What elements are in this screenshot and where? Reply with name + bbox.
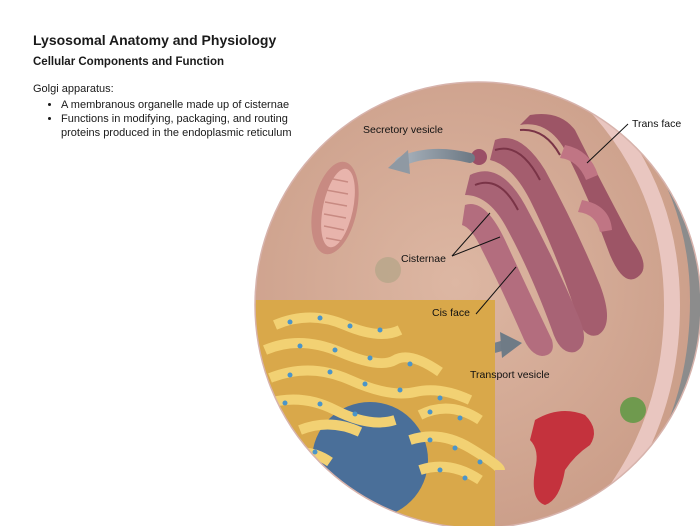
mitochondrion <box>311 161 359 255</box>
red-organelle <box>530 411 594 505</box>
transport-arrowhead <box>500 332 522 358</box>
description-bullet: A membranous organelle made up of cister… <box>61 98 323 112</box>
label-cisternae: Cisternae <box>401 253 446 265</box>
description-list: A membranous organelle made up of cister… <box>33 98 323 140</box>
cell-membrane <box>584 94 681 510</box>
description-bullet: Functions in modifying, packaging, and r… <box>61 112 323 140</box>
label-cis-face: Cis face <box>432 307 470 319</box>
golgi-apparatus <box>462 114 644 356</box>
endoplasmic-reticulum <box>255 300 505 526</box>
secretory-vesicle <box>471 149 487 165</box>
green-vesicle <box>620 397 646 423</box>
vesicle <box>375 257 401 283</box>
page-title: Lysosomal Anatomy and Physiology <box>33 32 277 48</box>
label-secretory-vesicle: Secretory vesicle <box>363 124 443 136</box>
leader-lines <box>451 123 629 315</box>
description-heading: Golgi apparatus: <box>33 83 114 95</box>
secretory-arrowhead <box>388 150 410 174</box>
label-transport-vesicle: Transport vesicle <box>470 369 550 381</box>
page-subtitle: Cellular Components and Function <box>33 56 225 68</box>
label-trans-face: Trans face <box>632 118 681 130</box>
golgi-description: Golgi apparatus: A membranous organelle … <box>33 82 323 140</box>
cell <box>254 81 700 526</box>
